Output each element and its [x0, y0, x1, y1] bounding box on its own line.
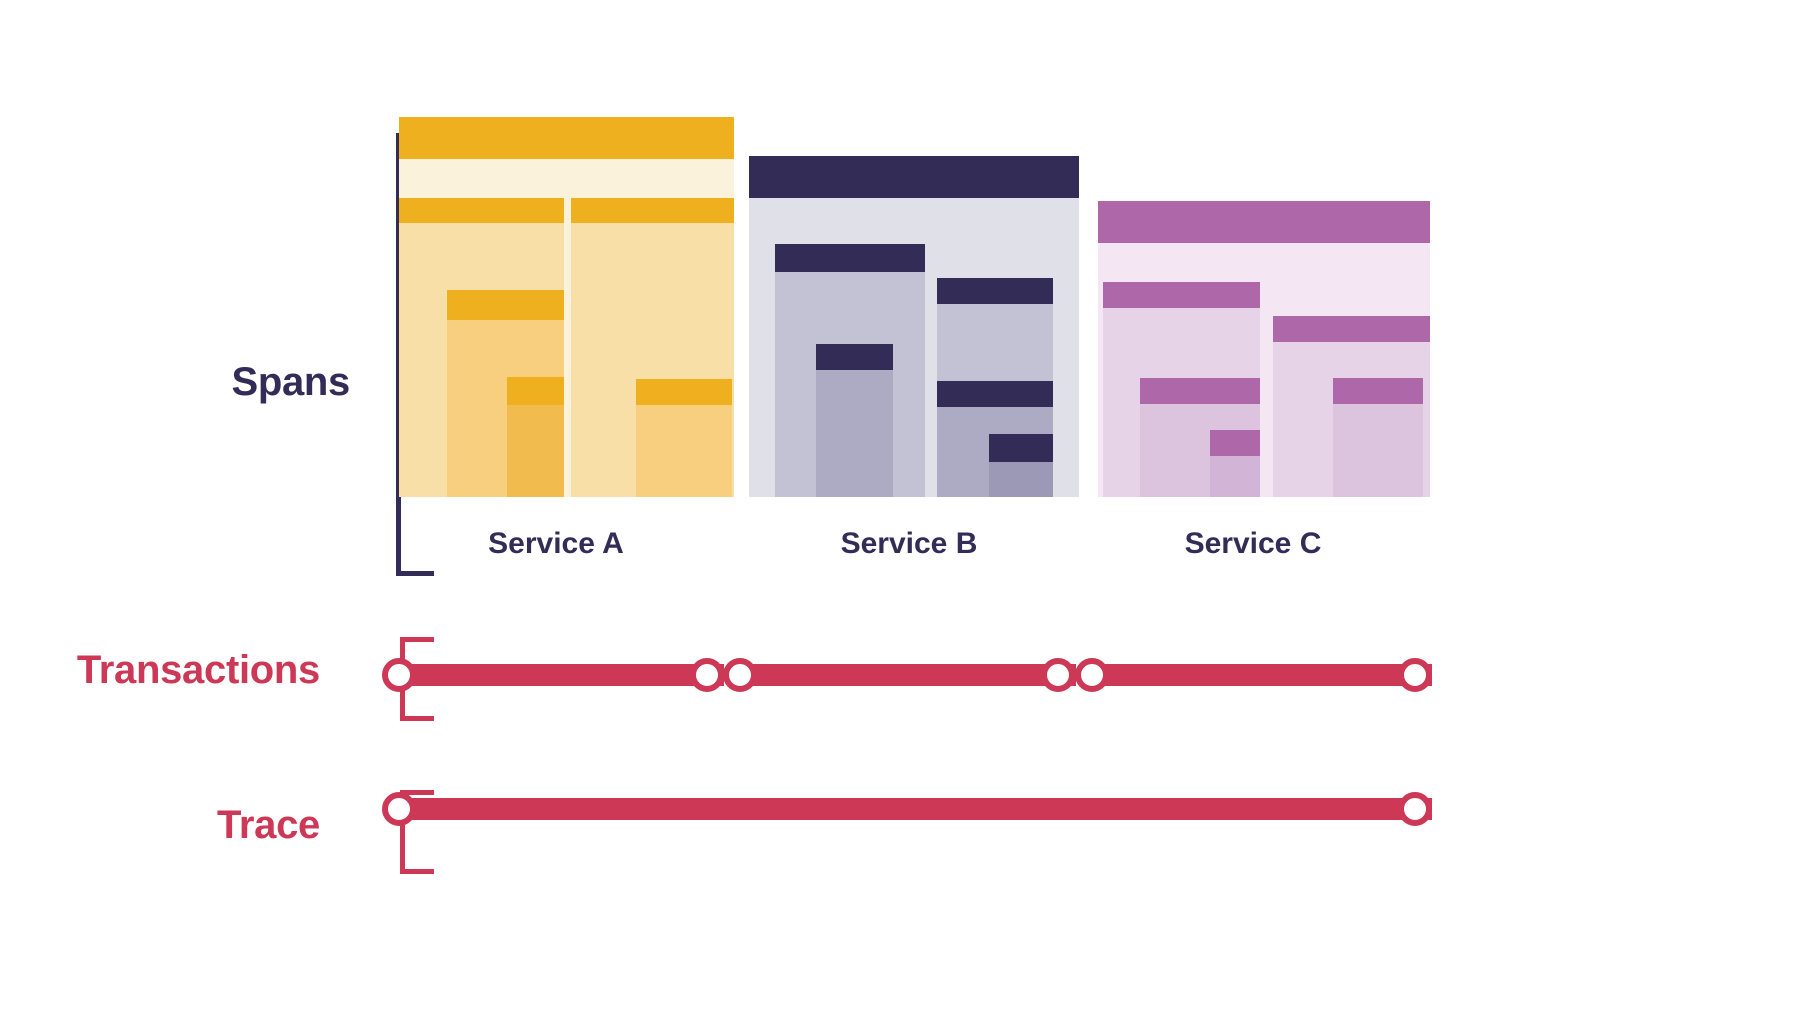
- spans-area: [399, 0, 1430, 497]
- service-b-grandchild-3-header: [989, 434, 1053, 462]
- transactions-timeline: [0, 645, 1800, 705]
- service-c-grandchild-2-header: [1210, 430, 1260, 456]
- service-a-caption: Service A: [488, 527, 624, 560]
- service-a-grandchild-3-body: [636, 405, 732, 497]
- trace-end-node[interactable]: [1398, 792, 1432, 826]
- service-b-grandchild-3-body: [989, 462, 1053, 497]
- service-c-grandchild-2-body: [1210, 456, 1260, 497]
- service-b-grandchild-1[interactable]: [816, 344, 893, 497]
- service-a-grandchild-3[interactable]: [636, 379, 732, 497]
- txn-c-end-node[interactable]: [1398, 658, 1432, 692]
- service-c-child-span-1-header: [1103, 282, 1260, 308]
- service-c-grandchild-3-body: [1333, 404, 1423, 497]
- transaction-service-b-segment[interactable]: [746, 664, 1076, 686]
- service-b-root-span-header: [749, 156, 1079, 198]
- service-b-grandchild-3[interactable]: [989, 434, 1053, 497]
- trace-start-node[interactable]: [382, 792, 416, 826]
- service-b-grandchild-1-header: [816, 344, 893, 370]
- service-b-child-span-1-header: [775, 244, 925, 272]
- trace-timeline: [0, 779, 1800, 839]
- spans-row-label: Spans: [231, 360, 350, 404]
- service-a-grandchild-3-header: [636, 379, 732, 405]
- service-a-child-span-2-header: [571, 198, 734, 223]
- service-c-root-span-header: [1098, 201, 1430, 243]
- service-c-grandchild-3[interactable]: [1333, 378, 1423, 497]
- trace-row-label: Trace: [216, 803, 320, 847]
- txn-a-start-node[interactable]: [382, 658, 416, 692]
- service-a-root-span-header: [399, 117, 734, 159]
- service-c-caption: Service C: [1184, 527, 1322, 560]
- service-a-grandchild-2[interactable]: [507, 377, 564, 497]
- service-a-grandchild-1-header: [447, 290, 564, 320]
- service-c-grandchild-1-header: [1140, 378, 1260, 404]
- service-c-child-span-2-header: [1273, 316, 1430, 342]
- service-c-grandchild-3-header: [1333, 378, 1423, 404]
- txn-b-end-node[interactable]: [1041, 658, 1075, 692]
- service-b-child-span-2-header: [937, 278, 1053, 304]
- service-b-grandchild-2-header: [937, 381, 1053, 407]
- trace-line-segment[interactable]: [399, 798, 1432, 820]
- service-c-grandchild-2[interactable]: [1210, 430, 1260, 497]
- service-a-span-group: [399, 0, 734, 497]
- service-b-grandchild-1-body: [816, 370, 893, 497]
- service-a-child-span-1-header: [399, 198, 564, 223]
- txn-a-end-node[interactable]: [690, 658, 724, 692]
- txn-c-start-node[interactable]: [1075, 658, 1109, 692]
- transaction-service-c-segment[interactable]: [1097, 664, 1432, 686]
- service-c-span-group: [1098, 0, 1430, 497]
- txn-b-start-node[interactable]: [723, 658, 757, 692]
- trace-bracket-icon: [400, 790, 434, 874]
- service-b-caption: Service B: [840, 527, 978, 560]
- service-b-span-group: [749, 0, 1079, 497]
- transactions-row-label: Transactions: [76, 648, 320, 692]
- service-a-grandchild-2-body: [507, 405, 564, 497]
- transaction-service-a-segment[interactable]: [399, 664, 724, 686]
- service-a-grandchild-2-header: [507, 377, 564, 405]
